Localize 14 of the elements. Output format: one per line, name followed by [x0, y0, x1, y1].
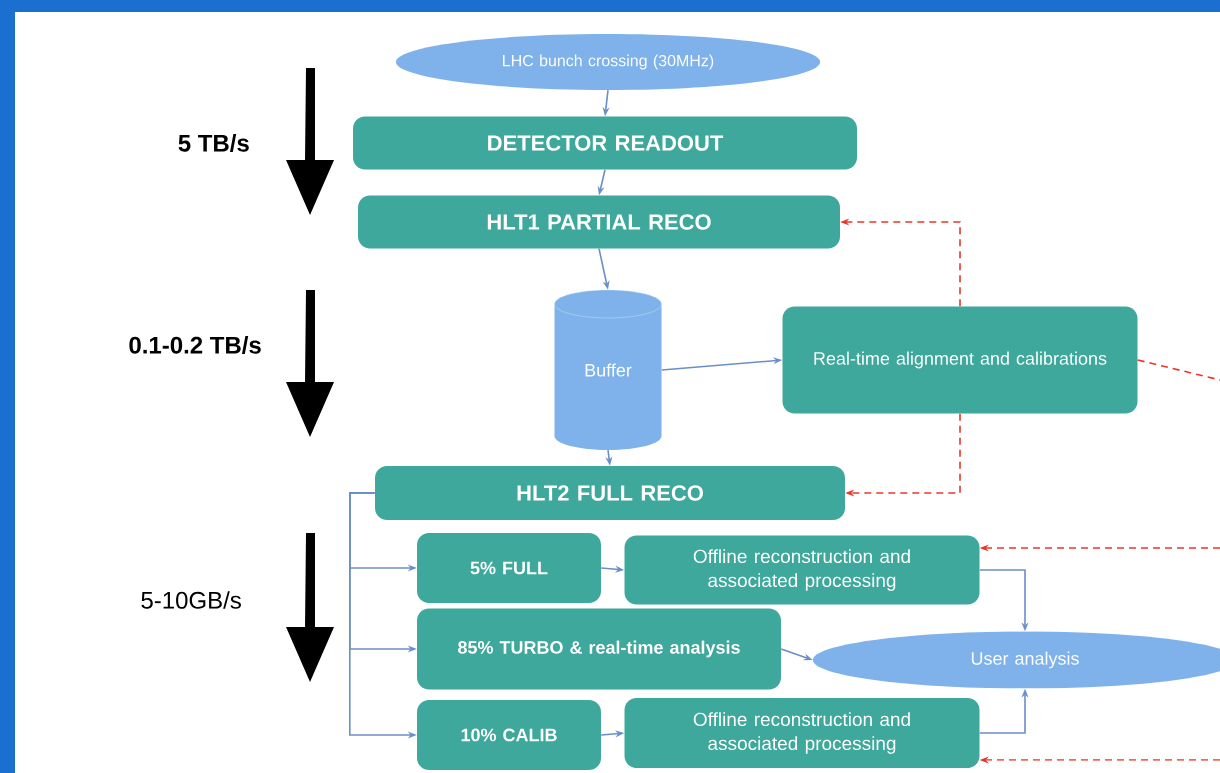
- process-box: HLT2 FULL RECO: [375, 466, 845, 520]
- process-box: 5% FULL: [417, 533, 601, 603]
- process-box: Offline reconstruction and associated processing: [624, 698, 980, 768]
- process-box: Offline reconstruction and associated processing: [624, 535, 980, 605]
- rate-label: 5-10GB/s: [141, 591, 241, 609]
- process-box: HLT1 PARTIAL RECO: [358, 195, 840, 249]
- process-box: Real-time alignment and calibrations: [782, 306, 1138, 414]
- rate-label: 0.1-0.2 TB/s: [129, 336, 261, 354]
- process-box: 10% CALIB: [417, 700, 601, 770]
- rate-label: 5 TB/s: [178, 134, 249, 152]
- process-box: 85% TURBO & real-time analysis: [417, 608, 781, 690]
- buffer-cylinder: Buffer: [554, 289, 662, 450]
- process-box: DETECTOR READOUT: [353, 116, 857, 170]
- ellipse-node: LHC bunch crossing (30MHz): [395, 34, 821, 90]
